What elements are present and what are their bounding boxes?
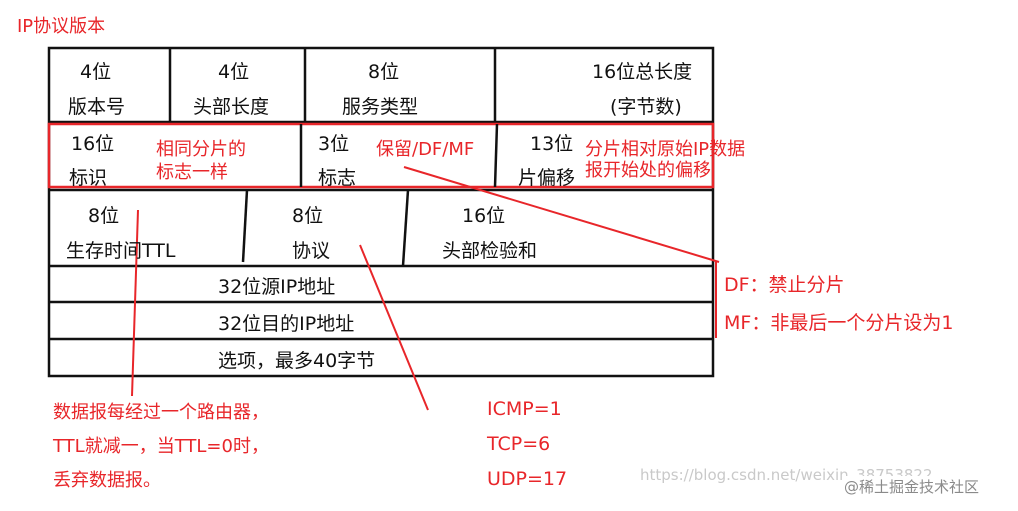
identification-note-1: 相同分片的 [156, 139, 246, 160]
table-outline [47, 46, 715, 378]
identification-bits: 16位 [71, 133, 115, 155]
watermark-brand: @稀土掘金技术社区 [842, 476, 982, 497]
ttl-note-3: 丢弃数据报。 [53, 470, 161, 491]
checksum-bits: 16位 [462, 205, 506, 227]
offset-name: 片偏移 [518, 167, 576, 189]
offset-note-1: 分片相对原始IP数据 [585, 139, 746, 160]
flags-annotation-line [403, 166, 720, 263]
protocol-value-icmp: ICMP=1 [487, 398, 562, 420]
df-note: DF：禁止分片 [724, 274, 845, 296]
total-length-unit: (字节数) [610, 96, 682, 118]
flags-bits: 3位 [318, 133, 350, 155]
header-length-bits: 4位 [218, 61, 250, 83]
service-type-bits: 8位 [368, 61, 400, 83]
protocol-bits: 8位 [292, 205, 324, 227]
service-type-name: 服务类型 [342, 96, 419, 118]
header-length-name: 头部长度 [193, 96, 270, 118]
divider-ttl [241, 189, 249, 263]
version-name: 版本号 [68, 96, 126, 118]
offset-note-2: 报开始处的偏移 [585, 160, 711, 181]
ttl-name: 生存时间TTL [66, 240, 176, 262]
protocol-value-udp: UDP=17 [487, 468, 568, 490]
ttl-annotation-line [131, 209, 139, 397]
fragment-row-highlight [47, 122, 715, 189]
identification-name: 标识 [69, 167, 108, 189]
ttl-note-2: TTL就减一，当TTL=0时， [53, 436, 269, 457]
identification-note-2: 标志一样 [156, 162, 228, 183]
divider-protocol [401, 189, 410, 267]
protocol-value-tcp: TCP=6 [487, 433, 551, 455]
destination-address: 32位目的IP地址 [218, 313, 355, 335]
total-length-bits: 16位总长度 [592, 61, 693, 83]
diagram-title: IP协议版本 [17, 16, 106, 37]
source-address: 32位源IP地址 [218, 276, 336, 298]
protocol-annotation-line [359, 244, 429, 411]
flags-name: 标志 [318, 167, 357, 189]
offset-bits: 13位 [530, 133, 574, 155]
options-field: 选项，最多40字节 [218, 350, 376, 372]
checksum-name: 头部检验和 [442, 240, 538, 262]
mf-note: MF：非最后一个分片设为1 [724, 312, 954, 334]
version-bits: 4位 [80, 61, 112, 83]
protocol-name: 协议 [292, 240, 331, 262]
ttl-bits: 8位 [88, 205, 120, 227]
ttl-note-1: 数据报每经过一个路由器， [53, 402, 269, 423]
divider-flags [493, 123, 499, 188]
flags-note: 保留/DF/MF [376, 139, 475, 160]
